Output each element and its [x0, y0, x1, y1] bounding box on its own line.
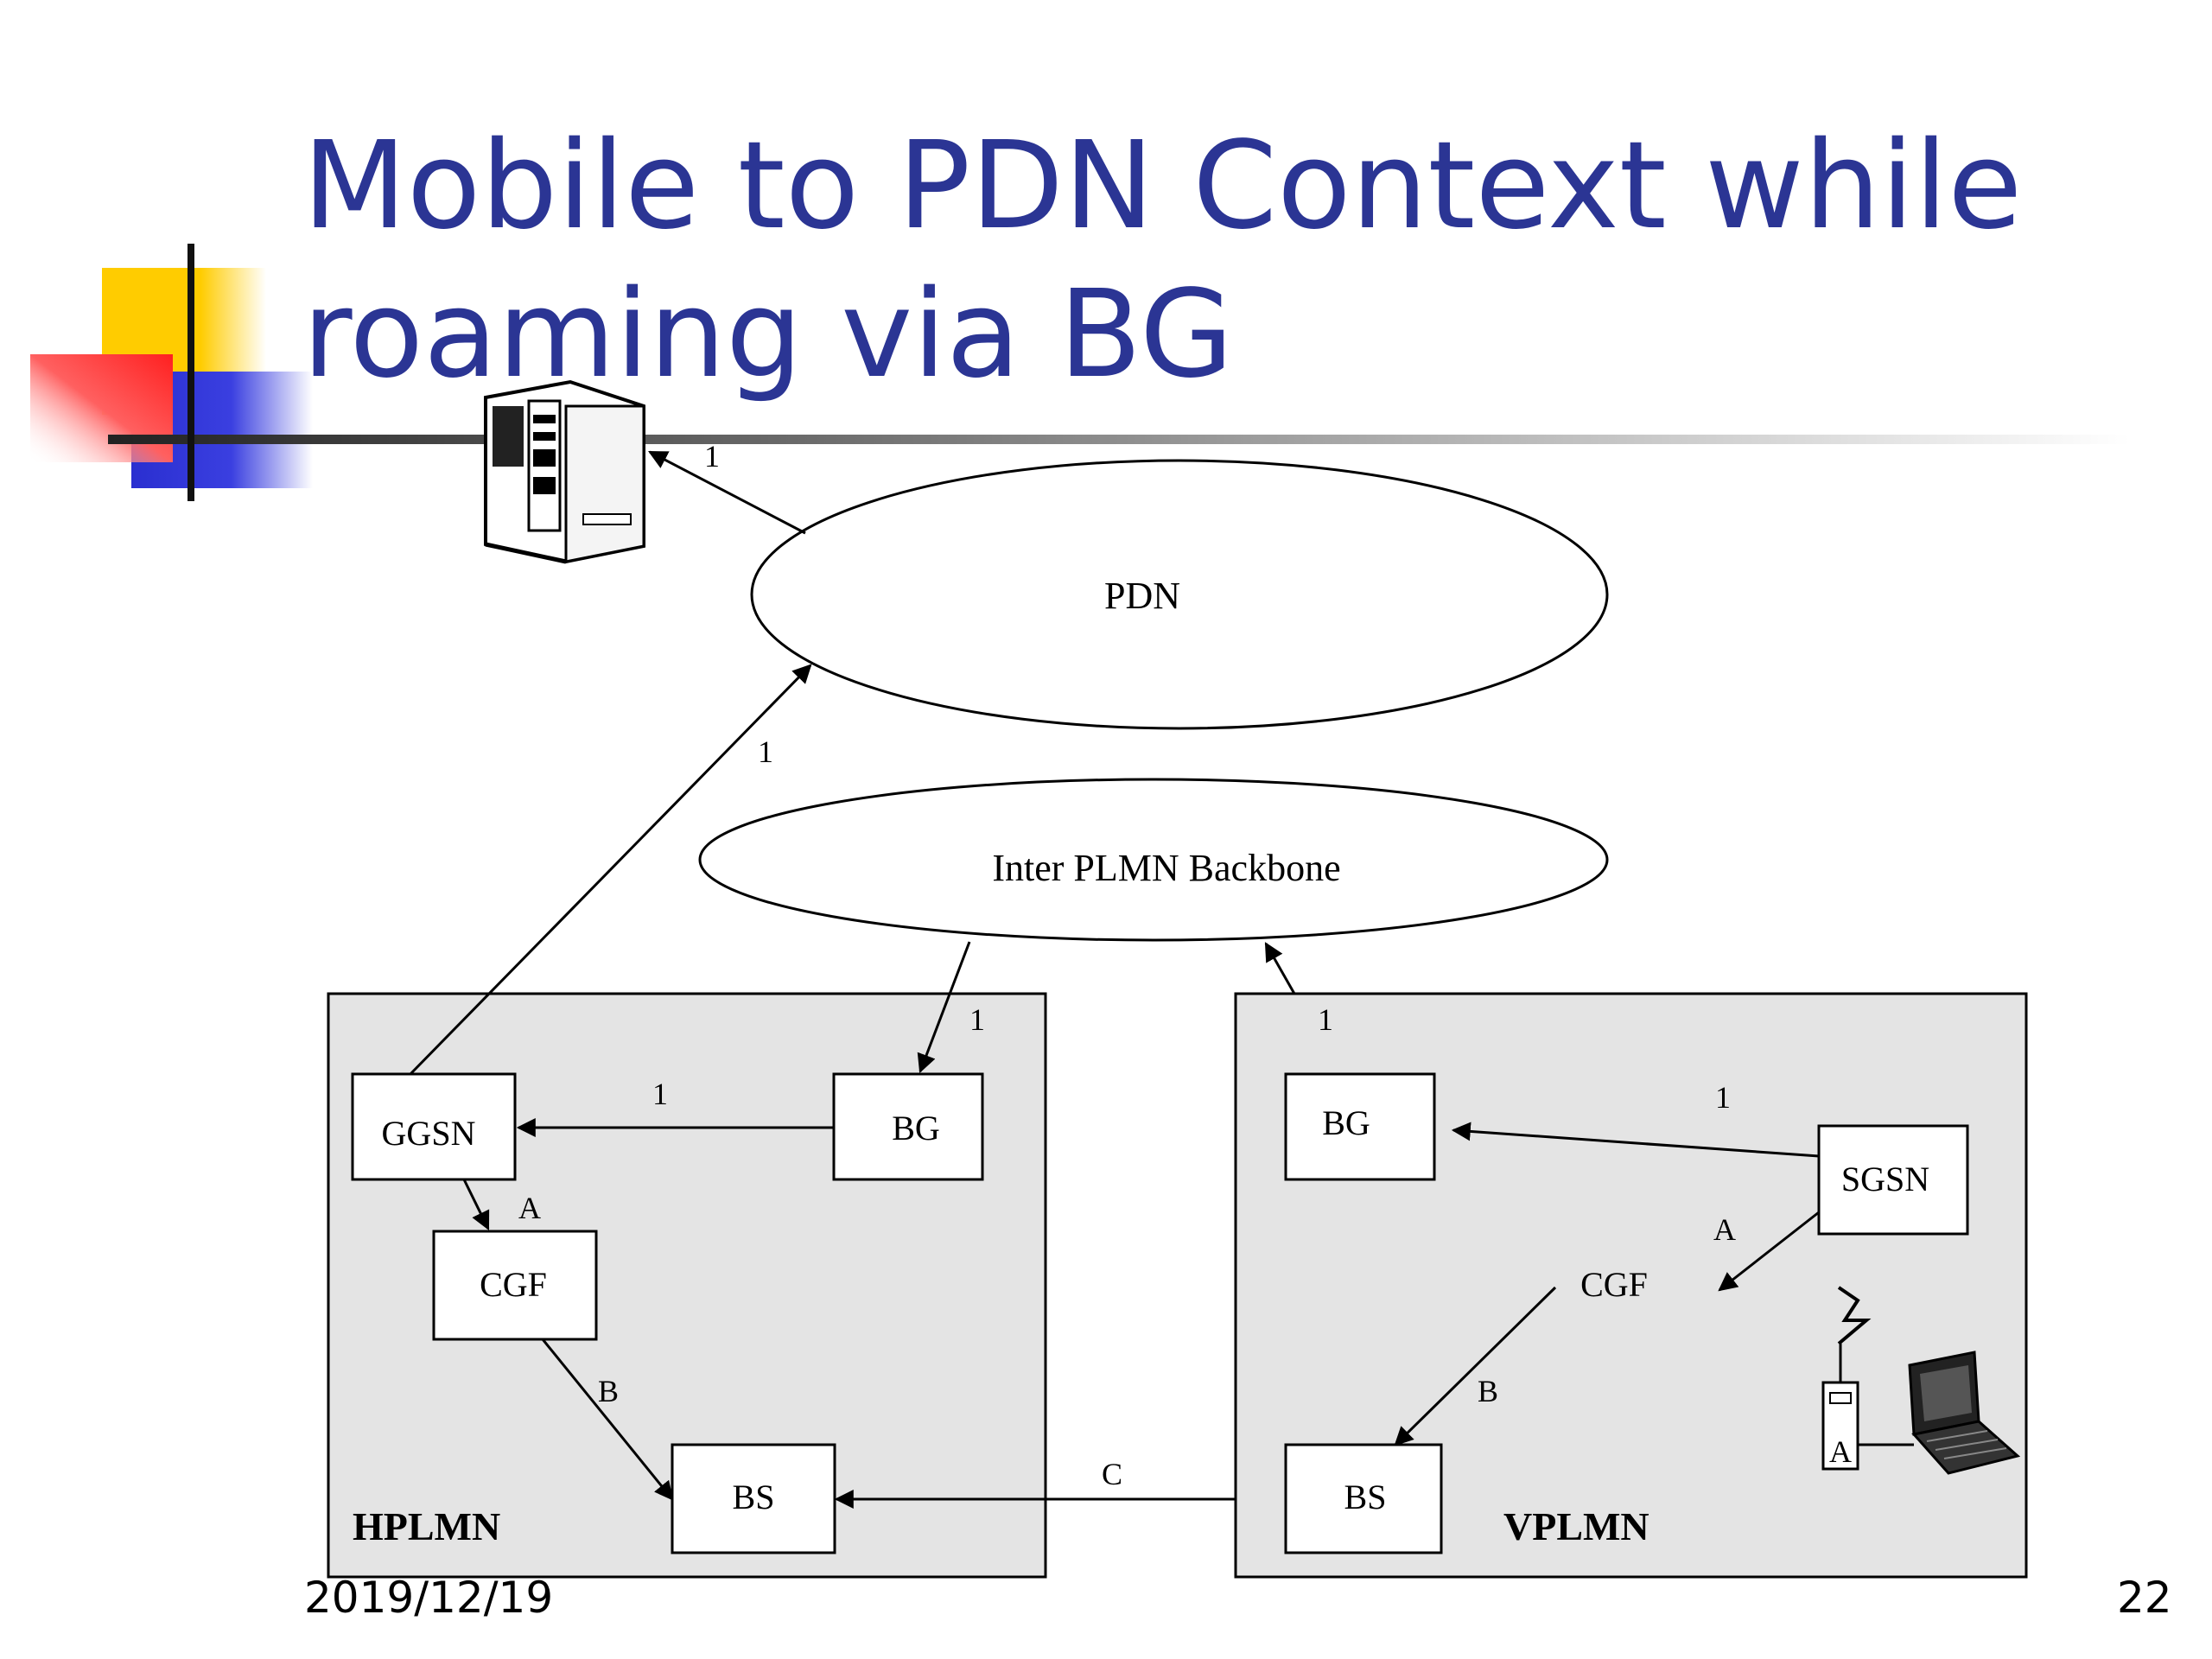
- laptop-icon: [1908, 1351, 2021, 1475]
- vplmn-sgsn-label: SGSN: [1841, 1160, 1929, 1198]
- backbone-label: Inter PLMN Backbone: [992, 847, 1340, 889]
- edge-label-hbg-ggsn: 1: [652, 1077, 668, 1111]
- vplmn-bg-label: BG: [1322, 1103, 1370, 1142]
- server-icon: [484, 379, 645, 564]
- vplmn-bs-label: BS: [1344, 1478, 1387, 1516]
- vplmn-bg-box: [1284, 1072, 1436, 1181]
- red-square: [30, 354, 173, 462]
- edge-label-hcgf-bs: B: [598, 1374, 619, 1408]
- pdn-label: PDN: [1104, 575, 1180, 617]
- hplmn-ggsn-label: GGSN: [382, 1114, 476, 1153]
- edge-ggsn-cgf: [462, 1179, 490, 1230]
- edge-hcgf-bs: [541, 1338, 674, 1501]
- hplmn-bg-box: [832, 1072, 984, 1181]
- edge-pdn-server: [648, 450, 806, 535]
- edge-label-ggsn-cgf: A: [518, 1191, 541, 1225]
- terminal-label: A: [1829, 1434, 1852, 1469]
- edge-label-sgsn-cgf: A: [1713, 1212, 1736, 1247]
- slide-title: Mobile to PDN Context while roaming via …: [302, 112, 2031, 410]
- edge-vcgf-bs: [1394, 1286, 1557, 1446]
- title-line-1: Mobile to PDN Context while: [302, 116, 2023, 257]
- hplmn-ggsn-box: [351, 1072, 517, 1181]
- backbone-cloud: [698, 778, 1609, 942]
- hplmn-bs-label: BS: [733, 1478, 775, 1516]
- vertical-rule: [188, 244, 194, 501]
- vplmn-cgf-label: CGF: [1580, 1265, 1648, 1304]
- vplmn-sgsn-box: [1817, 1124, 1969, 1236]
- hplmn-label: HPLMN: [353, 1504, 500, 1548]
- hplmn-bg-label: BG: [892, 1109, 940, 1147]
- vplmn-bs-box: [1284, 1443, 1443, 1554]
- edge-label-vbs-hbs: C: [1102, 1457, 1122, 1491]
- pdn-cloud: [750, 459, 1609, 730]
- hplmn-cgf-box: [432, 1230, 598, 1341]
- mobile-terminal-icon: A: [1821, 1286, 1914, 1471]
- slide-page-number: 22: [2117, 1573, 2172, 1623]
- hplmn-bs-box: [671, 1443, 836, 1554]
- edge-ggsn-pdn: [409, 664, 812, 1076]
- edge-label-ggsn-pdn: 1: [758, 734, 773, 769]
- vplmn-label: VPLMN: [1503, 1504, 1649, 1548]
- edge-label-vbg-backbone: 1: [1318, 1002, 1333, 1037]
- edge-label-server-pdn: 1: [704, 439, 720, 474]
- edge-label-vcgf-bs: B: [1478, 1374, 1498, 1408]
- header-rule: [108, 435, 2130, 444]
- title-line-2: roaming via BG: [302, 264, 1234, 405]
- edge-sgsn-cgf: [1718, 1211, 1820, 1292]
- edge-label-backbone-hbg: 1: [969, 1002, 985, 1037]
- edge-vplmn-backbone: [1264, 942, 1296, 995]
- edge-label-sgsn-vbg: 1: [1715, 1080, 1731, 1115]
- hplmn-cgf-label: CGF: [480, 1265, 547, 1304]
- slide-date: 2019/12/19: [304, 1573, 554, 1623]
- edge-backbone-hbg: [917, 941, 971, 1074]
- edge-sgsn-vbg: [1451, 1122, 1820, 1158]
